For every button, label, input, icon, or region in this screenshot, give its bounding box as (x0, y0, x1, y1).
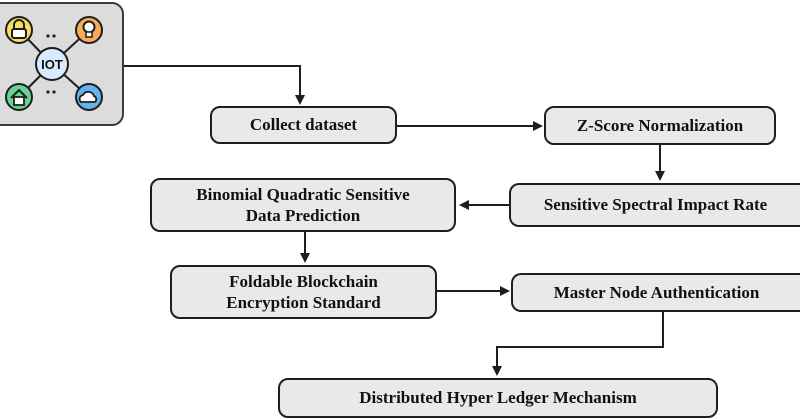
zscore-normalization-label: Z-Score Normalization (576, 115, 744, 135)
binomial-quadratic-label-line2: Data Prediction (245, 206, 361, 225)
foldable-blockchain-label-line2: Encryption Standard (226, 293, 381, 312)
master-node-authentication-step: Master Node Authentication (511, 273, 800, 312)
binomial-quadratic-label-line1: Binomial Quadratic Sensitive (196, 184, 410, 204)
arrow-iot-to-collect (124, 65, 305, 105)
distributed-hyper-ledger-step: Distributed Hyper Ledger Mechanism (278, 378, 718, 418)
bulb-icon (75, 16, 103, 44)
home-icon (5, 83, 33, 111)
collect-dataset-label: Collect dataset (249, 115, 358, 135)
sensitive-spectral-impact-label: Sensitive Spectral Impact Rate (543, 195, 768, 215)
arrow-master-to-ledger (492, 312, 664, 376)
collect-dataset-step: Collect dataset (210, 106, 397, 144)
lock-icon (5, 16, 33, 44)
iot-hub-label: IOT (41, 57, 63, 72)
zscore-normalization-step: Z-Score Normalization (544, 106, 776, 145)
foldable-blockchain-step: Foldable Blockchain Encryption Standard (170, 265, 437, 319)
sensitive-spectral-impact-step: Sensitive Spectral Impact Rate (509, 183, 800, 227)
distributed-hyper-ledger-label: Distributed Hyper Ledger Mechanism (359, 388, 637, 408)
foldable-blockchain-label-line1: Foldable Blockchain (229, 271, 378, 291)
cloud-icon (75, 83, 103, 111)
master-node-authentication-label: Master Node Authentication (553, 282, 760, 302)
iot-hub-icon: IOT (35, 47, 69, 81)
binomial-quadratic-step: Binomial Quadratic Sensitive Data Predic… (150, 178, 456, 232)
iot-network-graphic: IOT (5, 16, 103, 111)
